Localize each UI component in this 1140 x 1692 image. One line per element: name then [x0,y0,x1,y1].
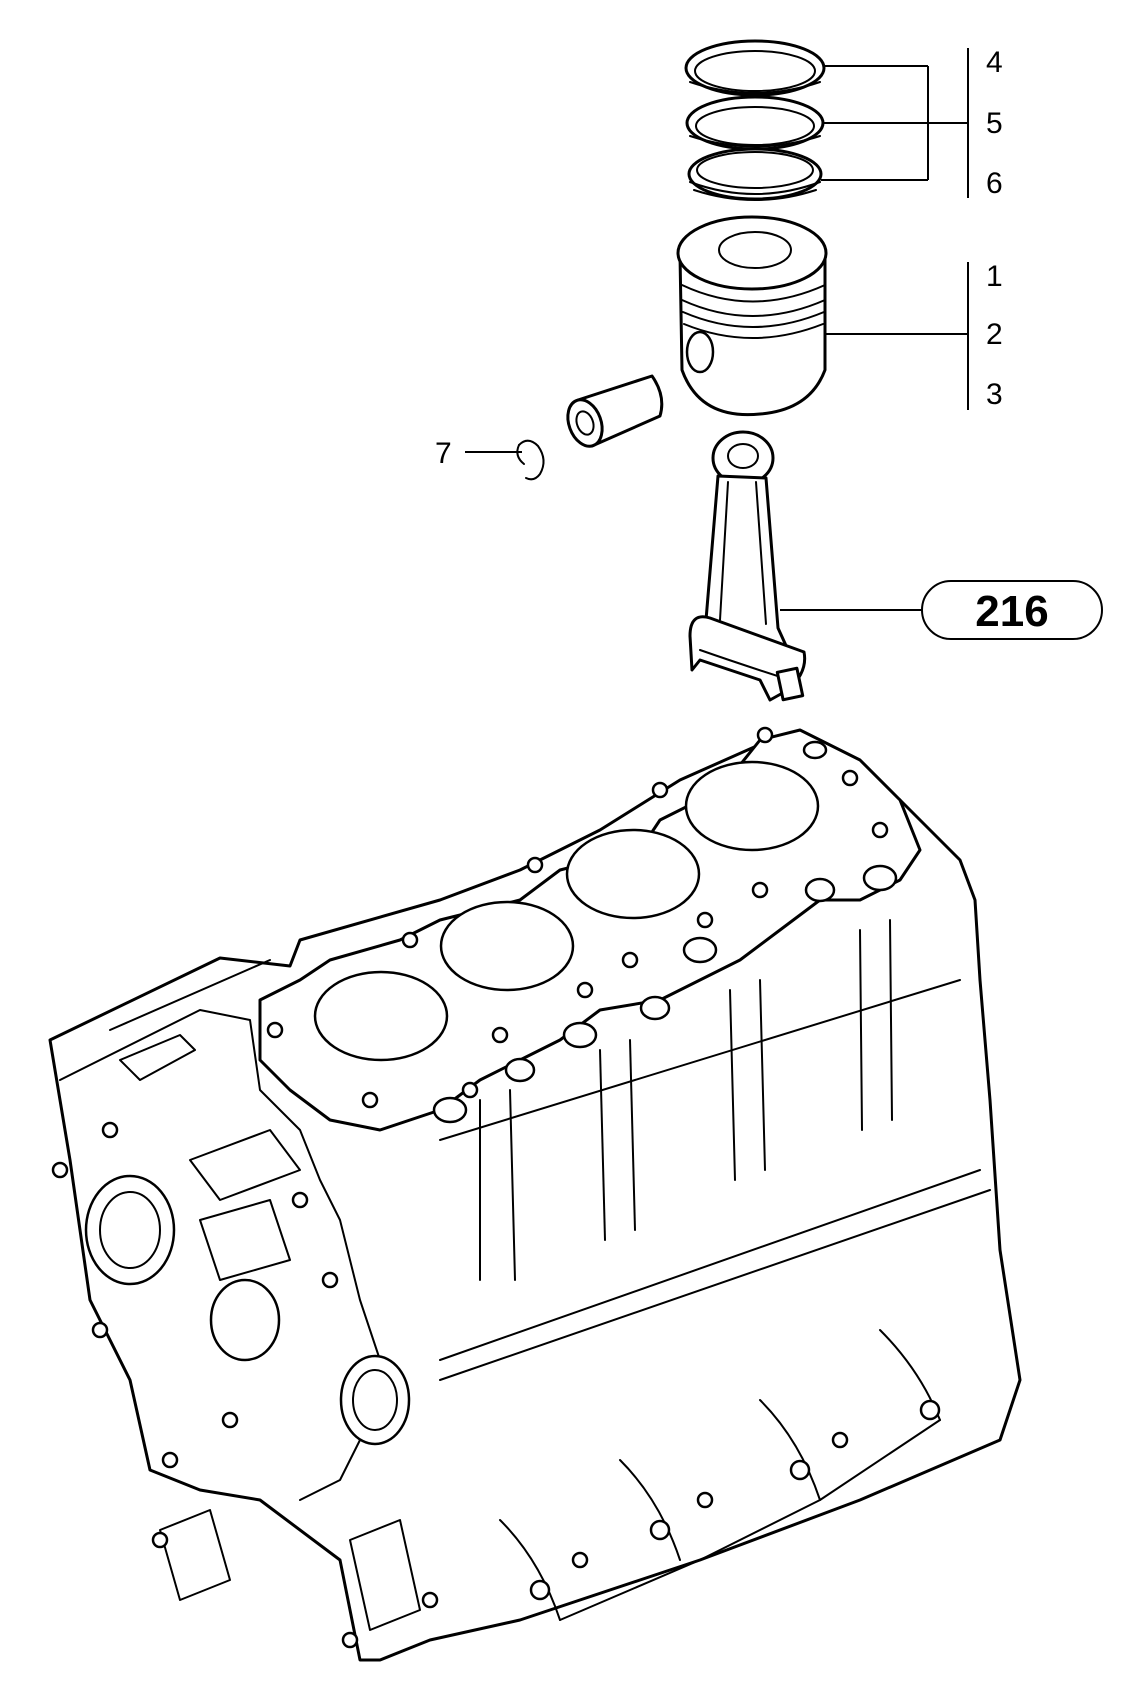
leader-lines [465,48,969,611]
reference-badge-label: 216 [975,587,1048,636]
callout-3: 3 [986,378,1003,411]
piston-ring-oil [687,147,823,201]
connecting-rod [688,430,807,702]
main-bearing-webs [499,1329,941,1621]
cylinder-block [48,726,1022,1662]
side-ribs [439,919,991,1381]
callout-1: 1 [986,260,1003,293]
front-face [51,959,439,1649]
piston-pin [566,374,664,448]
reference-badge[interactable]: 216 [921,580,1103,640]
deck-bolt-holes [266,726,889,1109]
callout-numbers: 4 5 6 1 2 3 7 [435,46,1003,470]
piston-ring-top [684,39,826,97]
circlip [516,439,545,481]
callout-5: 5 [986,107,1003,140]
callout-7: 7 [435,437,452,470]
water-passages [432,740,898,1124]
reference-badge-outline [921,580,1103,640]
piston-ring-middle [685,95,825,151]
piston-rings [684,39,826,201]
callout-2: 2 [986,318,1003,351]
callout-6: 6 [986,167,1003,200]
piston [676,215,828,417]
callout-4: 4 [986,46,1003,79]
